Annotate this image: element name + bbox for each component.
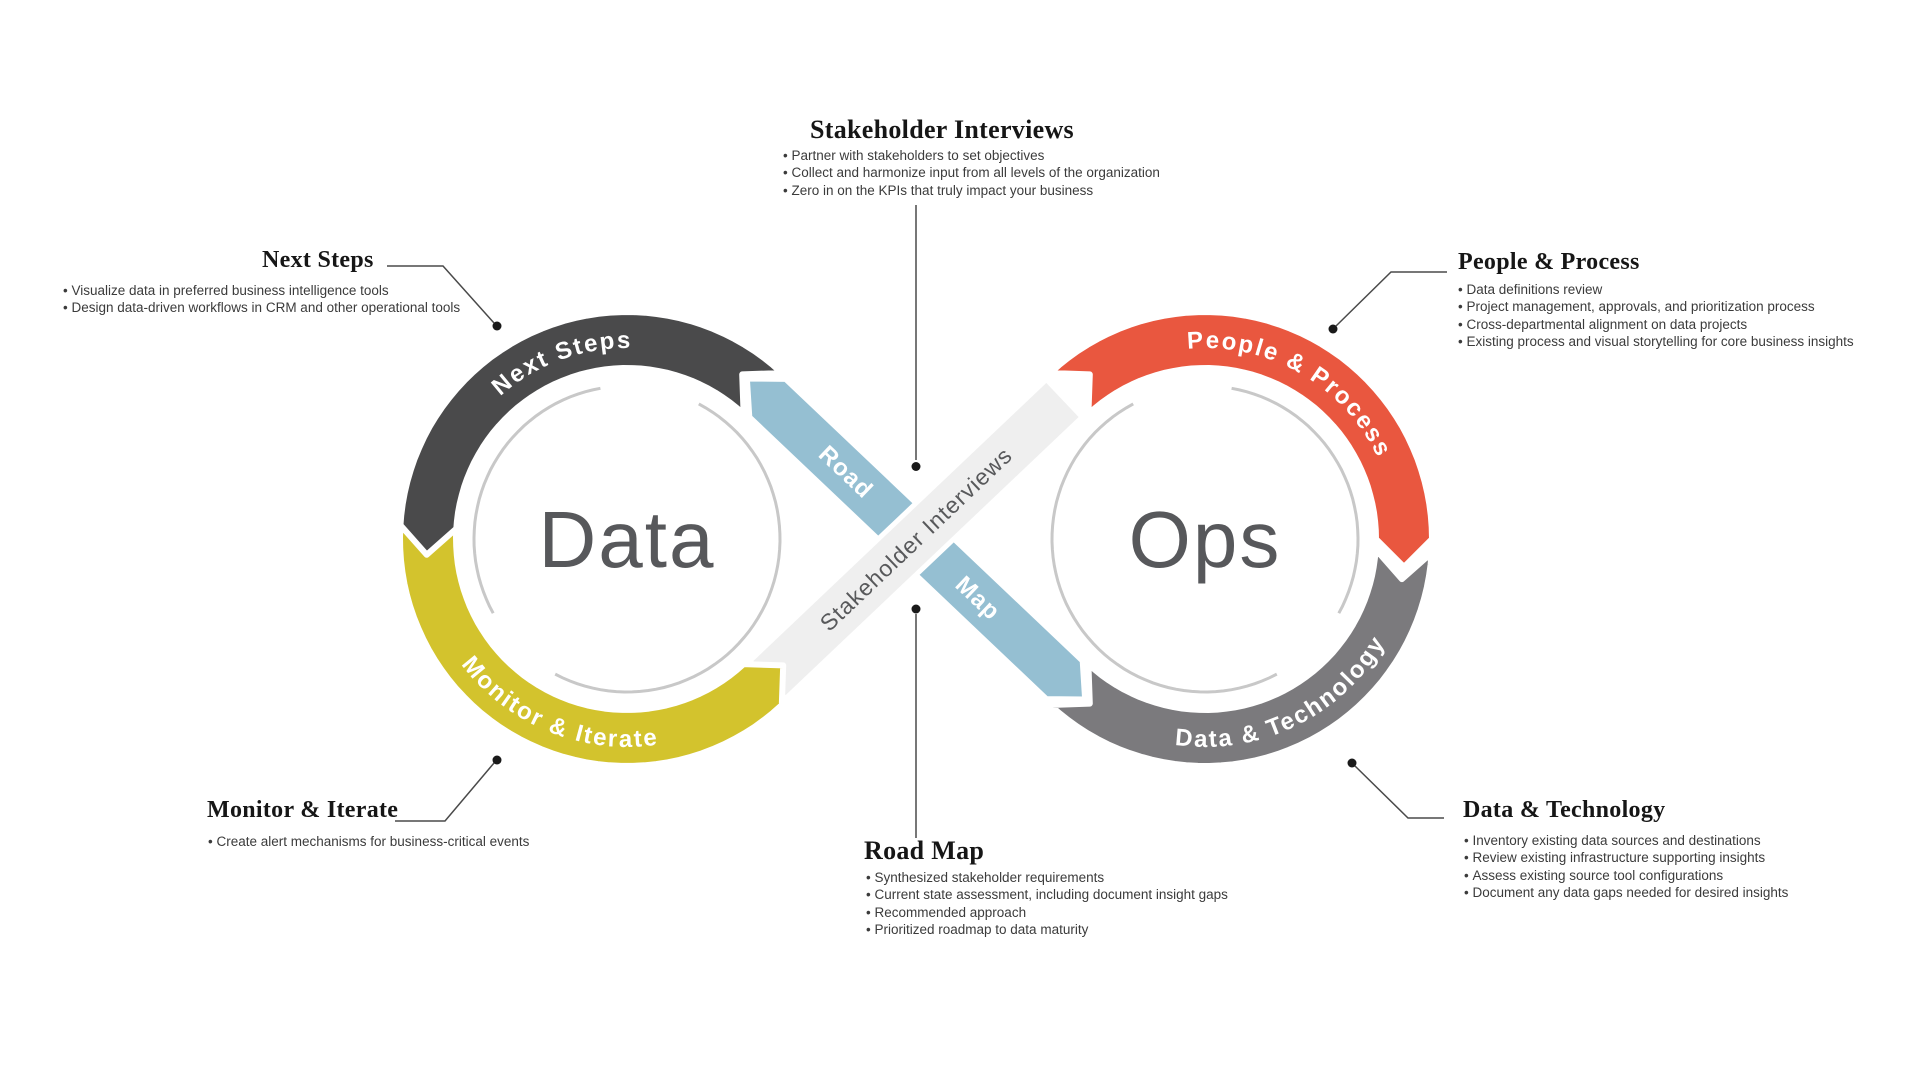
connector-dot (911, 462, 921, 471)
ops-circle-label: Ops (1129, 495, 1282, 584)
inner-circle-arc (554, 402, 782, 694)
bullet-item: Create alert mechanisms for business-cri… (208, 833, 529, 850)
bullet-item: Inventory existing data sources and dest… (1464, 832, 1788, 849)
bullet-item: Existing process and visual storytelling… (1458, 333, 1853, 350)
bullet-item: Partner with stakeholders to set objecti… (783, 147, 1160, 164)
bullet-item: Data definitions review (1458, 281, 1854, 298)
bullet-item: Design data-driven workflows in CRM and … (63, 299, 460, 316)
bullet-item: Visualize data in preferred business int… (63, 282, 460, 299)
monitor-iterate-connector (395, 762, 495, 822)
bullet-item: Project management, approvals, and prior… (1458, 298, 1854, 315)
bullet-item: Cross-departmental alignment on data pro… (1458, 316, 1854, 333)
data-technology-connector (1354, 765, 1444, 819)
bullet-item: Synthesized stakeholder requirements (866, 869, 1228, 886)
next-steps-connector (387, 265, 495, 324)
callout-title: Monitor & Iterate (207, 797, 399, 823)
callout-title: Data & Technology (1463, 797, 1666, 823)
people-process-arc (1047, 309, 1435, 570)
connector-dot (492, 321, 502, 331)
callout-title: People & Process (1458, 249, 1640, 275)
callout-title: Next Steps (262, 247, 374, 273)
inner-circle-arc (1050, 402, 1278, 694)
diagram-shapes (387, 205, 1447, 838)
bullet-item: Recommended approach (866, 904, 1228, 921)
bullet-item: Document any data gaps needed for desire… (1464, 884, 1788, 901)
bullet-item: Collect and harmonize input from all lev… (783, 164, 1159, 181)
connector-dot (492, 755, 502, 765)
connector-dot (1328, 324, 1338, 334)
next-steps-arc (397, 309, 785, 570)
connector-dot (911, 604, 921, 614)
data-circle-label: Data (539, 495, 716, 584)
bullet-item: Review existing infrastructure supportin… (1464, 849, 1788, 866)
bullet-item: Assess existing source tool configuratio… (1464, 867, 1788, 884)
bullet-item: Prioritized roadmap to data maturity (866, 921, 1228, 938)
bullet-item: Zero in on the KPIs that truly impact yo… (783, 182, 1160, 199)
callout-title: Stakeholder Interviews (810, 115, 1074, 144)
monitor-iterate-arc (397, 522, 787, 769)
inner-circle-arc (1231, 386, 1360, 614)
connector-dot (1347, 758, 1357, 768)
bullet-item: Current state assessment, including docu… (866, 886, 1227, 903)
inner-circle-arc (472, 386, 601, 614)
people-process-connector (1335, 271, 1447, 327)
data-technology-arc (1047, 546, 1435, 769)
callout-title: Road Map (864, 836, 985, 865)
